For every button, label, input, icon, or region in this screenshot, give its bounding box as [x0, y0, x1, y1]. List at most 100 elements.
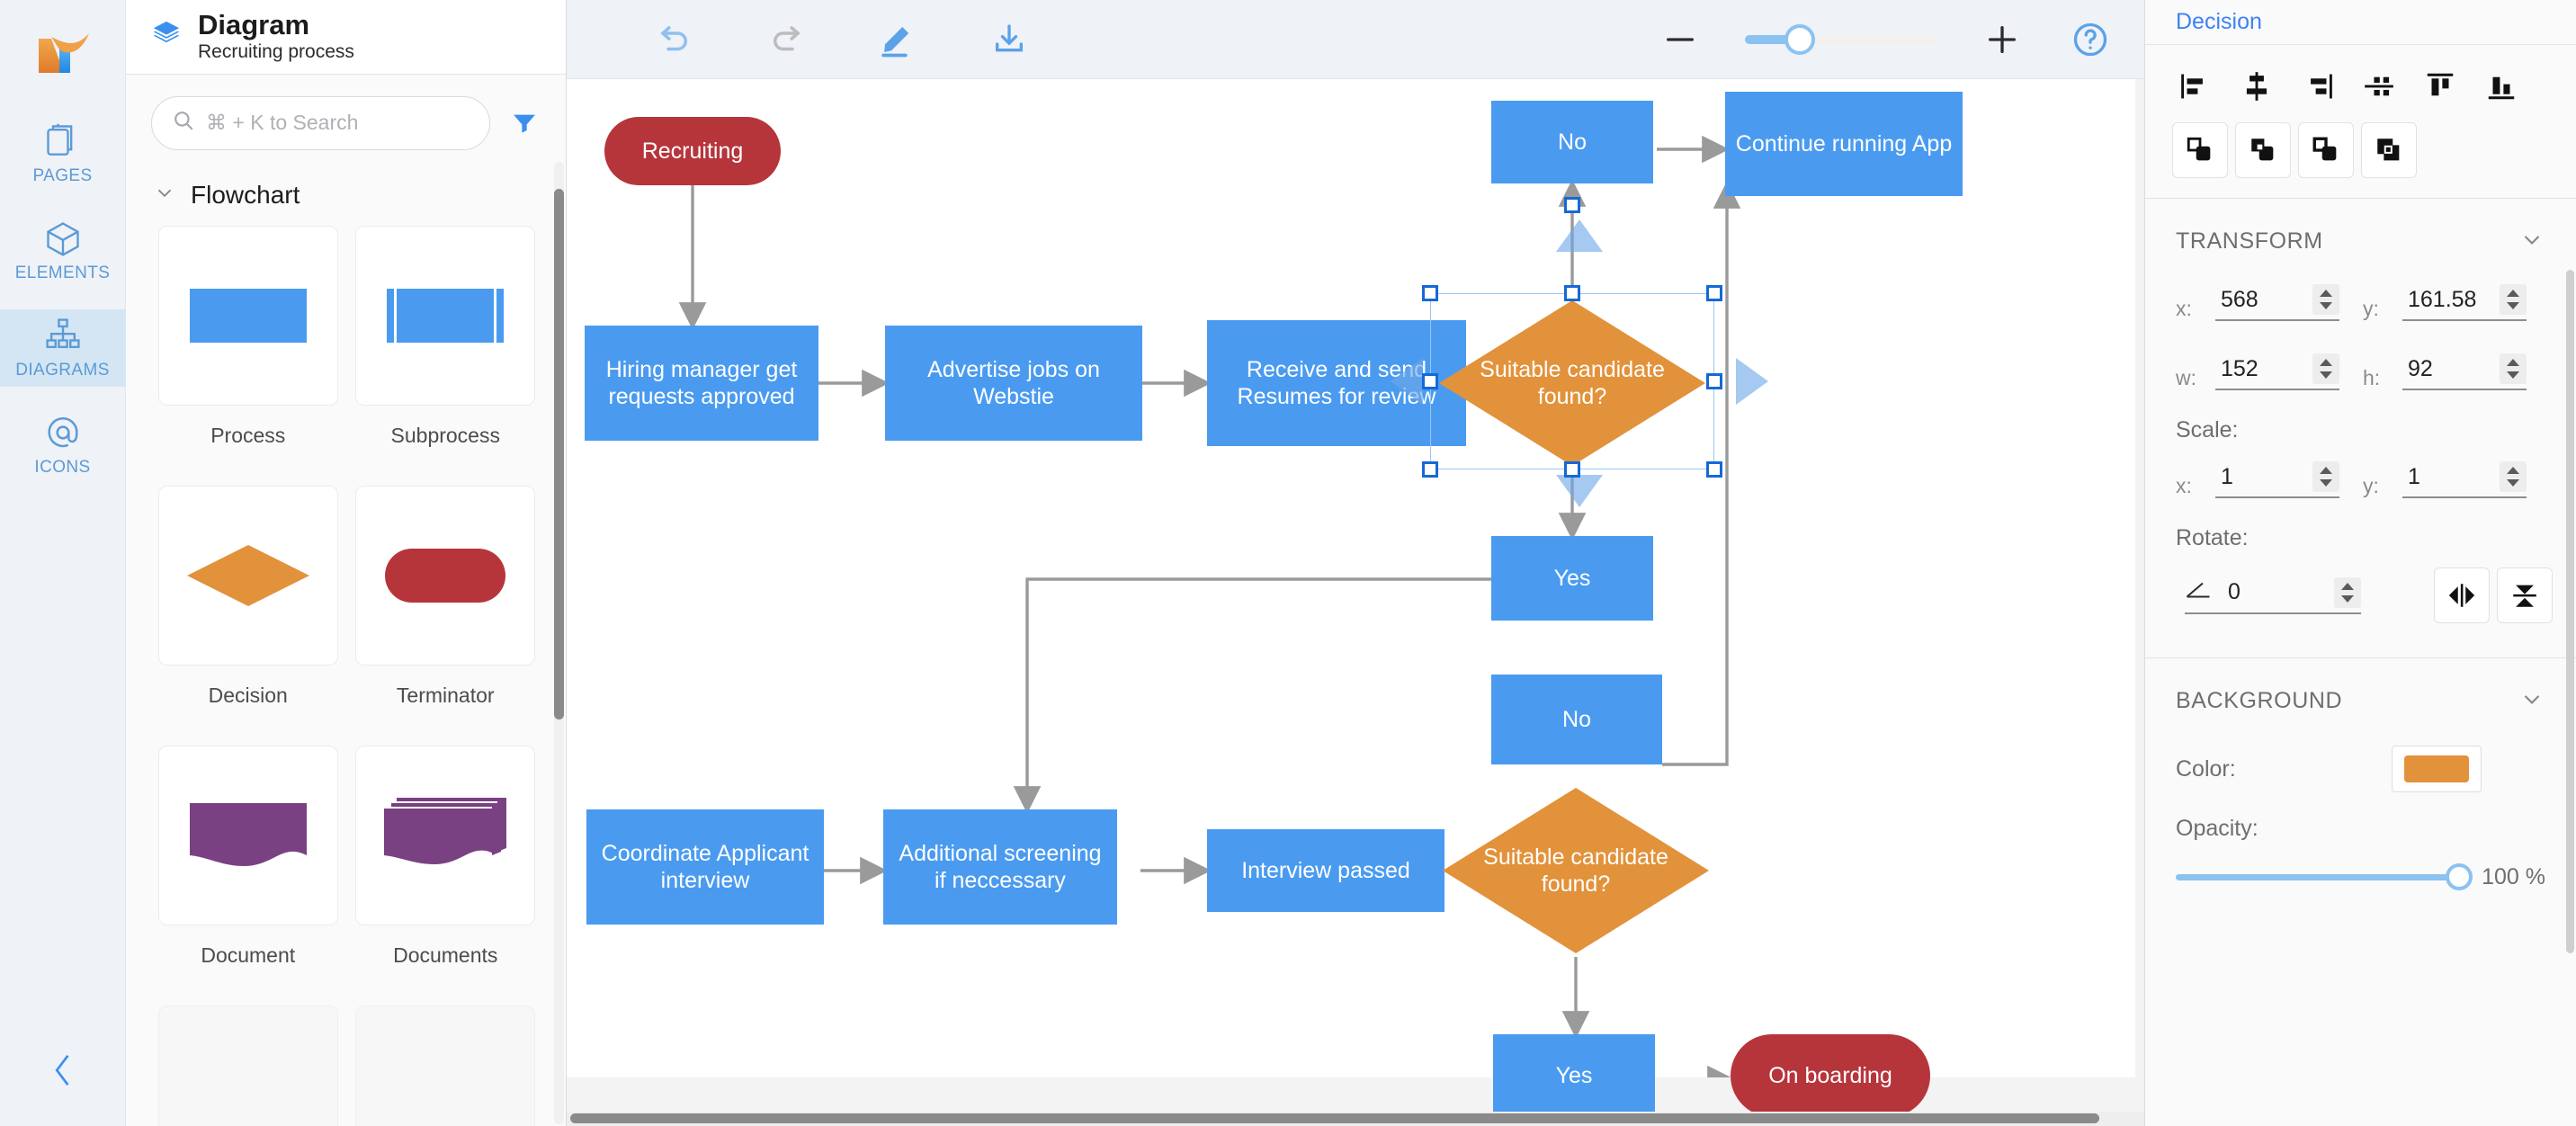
shape-item-document[interactable]: Document [153, 745, 344, 998]
shape-thumb[interactable] [157, 1005, 338, 1126]
shape-item-process[interactable]: Process [153, 225, 344, 478]
stepper-h[interactable] [2500, 353, 2527, 384]
resize-handle-n[interactable] [1564, 285, 1580, 301]
align-top-icon[interactable] [2410, 61, 2471, 112]
stepper-rotate[interactable] [2334, 576, 2361, 608]
color-swatch-button[interactable] [2392, 746, 2482, 792]
shape-thumb[interactable] [157, 485, 338, 666]
search-input[interactable]: ⌘ + K to Search [151, 95, 490, 150]
send-to-back-icon[interactable] [2361, 122, 2417, 178]
diagram-node-coordinate-interview[interactable]: Coordinate Applicant interview [586, 809, 824, 925]
shape-thumb[interactable] [355, 1005, 536, 1126]
field-value[interactable]: 152 [2221, 355, 2258, 381]
collapse-sidebar-button[interactable] [0, 1018, 126, 1126]
diagram-node-advertise-jobs[interactable]: Advertise jobs on Webstie [885, 326, 1142, 441]
zoom-out-button[interactable] [1657, 16, 1704, 63]
app-logo[interactable] [25, 16, 101, 92]
sidebar-item-pages[interactable]: PAGES [0, 115, 126, 192]
field-value[interactable]: 1 [2408, 463, 2420, 489]
resize-handle-se[interactable] [1706, 461, 1722, 478]
shapes-scrollbar-thumb[interactable] [554, 189, 564, 719]
zoom-slider-knob[interactable] [1784, 23, 1815, 55]
shape-thumb[interactable] [355, 745, 536, 925]
stepper-scale-y[interactable] [2500, 461, 2527, 492]
zoom-in-button[interactable] [1979, 16, 2026, 63]
sidebar-item-icons[interactable]: ICONS [0, 407, 126, 484]
bring-to-front-icon[interactable] [2172, 122, 2228, 178]
chevron-down-icon[interactable] [2518, 685, 2545, 717]
bring-forward-icon[interactable] [2235, 122, 2291, 178]
resize-handle-s[interactable] [1564, 461, 1580, 478]
opacity-slider-knob[interactable] [2446, 863, 2473, 890]
resize-arrow-down[interactable] [1556, 475, 1603, 507]
inspector-scrollbar-thumb[interactable] [2566, 270, 2574, 953]
diagram-node-decision-1[interactable]: Suitable candidate found? [1439, 300, 1705, 466]
stepper-y[interactable] [2500, 284, 2527, 315]
flip-horizontal-icon[interactable] [2434, 567, 2490, 623]
background-section-header[interactable]: BACKGROUND [2145, 658, 2576, 722]
chevron-down-icon[interactable] [2518, 226, 2545, 257]
diagram-node-decision-2[interactable]: Suitable candidate found? [1443, 788, 1709, 953]
diagram-node-yes-1[interactable]: Yes [1491, 536, 1653, 621]
stepper-scale-x[interactable] [2312, 461, 2339, 492]
send-backward-icon[interactable] [2298, 122, 2354, 178]
align-center-horizontal-icon[interactable] [2226, 61, 2287, 112]
redo-button[interactable] [763, 16, 809, 63]
resize-arrow-right[interactable] [1736, 358, 1768, 405]
align-left-icon[interactable] [2165, 61, 2226, 112]
diagram-node-no-2[interactable]: No [1491, 675, 1662, 764]
resize-handle-w[interactable] [1422, 373, 1438, 389]
field-rotate[interactable]: 0 [2176, 576, 2361, 614]
diagram-node-hiring-manager[interactable]: Hiring manager get requests approved [585, 326, 818, 441]
diagram-node-on-boarding[interactable]: On boarding [1731, 1034, 1930, 1117]
resize-handle-ne[interactable] [1706, 285, 1722, 301]
canvas-viewport[interactable]: Recruiting Hiring manager get requests a… [567, 79, 2144, 1126]
shape-item-partial-b[interactable] [351, 1005, 541, 1126]
diagram-node-recruiting[interactable]: Recruiting [604, 117, 781, 185]
field-w[interactable]: w: 152 [2176, 353, 2339, 390]
shape-item-decision[interactable]: Decision [153, 485, 344, 738]
align-bottom-icon[interactable] [2471, 61, 2532, 112]
shape-item-documents[interactable]: Documents [351, 745, 541, 998]
diagram-canvas[interactable]: Recruiting Hiring manager get requests a… [567, 79, 2135, 1117]
shape-item-subprocess[interactable]: Subprocess [351, 225, 541, 478]
field-h[interactable]: h: 92 [2363, 353, 2527, 390]
resize-handle-e[interactable] [1706, 373, 1722, 389]
connector-handle-top[interactable] [1564, 197, 1580, 213]
resize-handle-sw[interactable] [1422, 461, 1438, 478]
diagram-node-continue-running-app[interactable]: Continue running App [1725, 92, 1963, 196]
resize-arrow-left[interactable] [1391, 358, 1423, 405]
field-scale-y[interactable]: y: 1 [2363, 461, 2527, 498]
resize-handle-nw[interactable] [1422, 285, 1438, 301]
transform-section-header[interactable]: TRANSFORM [2145, 199, 2576, 263]
shape-group-header[interactable]: Flowchart [126, 150, 566, 219]
zoom-slider[interactable] [1745, 22, 1937, 57]
sidebar-item-elements[interactable]: ELEMENTS [0, 212, 126, 290]
shape-item-terminator[interactable]: Terminator [351, 485, 541, 738]
diagram-node-additional-screening[interactable]: Additional screening if neccessary [883, 809, 1117, 925]
flip-vertical-icon[interactable] [2497, 567, 2553, 623]
shape-thumb[interactable] [157, 745, 338, 925]
field-value[interactable]: 161.58 [2408, 286, 2477, 312]
diagram-node-no-1[interactable]: No [1491, 101, 1653, 183]
diagram-node-yes-2[interactable]: Yes [1493, 1034, 1655, 1117]
canvas-hscrollbar-thumb[interactable] [570, 1113, 2099, 1123]
help-button[interactable] [2067, 16, 2114, 63]
distribute-horizontal-icon[interactable] [2348, 61, 2410, 112]
undo-button[interactable] [651, 16, 698, 63]
sidebar-item-diagrams[interactable]: DIAGRAMS [0, 309, 126, 387]
field-scale-x[interactable]: x: 1 [2176, 461, 2339, 498]
shape-thumb[interactable] [157, 225, 338, 406]
field-y[interactable]: y: 161.58 [2363, 284, 2527, 321]
field-value[interactable]: 92 [2408, 355, 2433, 381]
download-button[interactable] [986, 16, 1033, 63]
align-right-icon[interactable] [2287, 61, 2348, 112]
resize-arrow-up[interactable] [1556, 219, 1603, 252]
diagram-node-receive-resumes[interactable]: Receive and send Resumes for review [1207, 320, 1466, 446]
opacity-slider[interactable] [2176, 862, 2473, 892]
diagram-node-interview-passed[interactable]: Interview passed [1207, 829, 1445, 912]
shape-thumb[interactable] [355, 225, 536, 406]
field-value[interactable]: 0 [2228, 579, 2241, 604]
stepper-w[interactable] [2312, 353, 2339, 384]
filter-icon[interactable] [505, 103, 544, 143]
